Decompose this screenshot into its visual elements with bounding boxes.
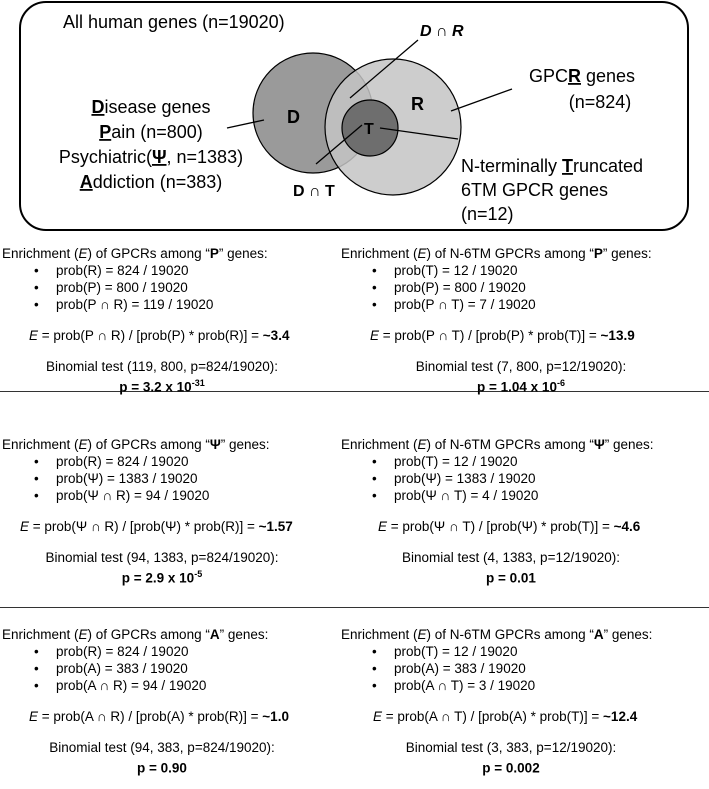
- prob-item: •prob(A) = 383 / 19020: [372, 661, 526, 676]
- prob-item: •prob(P ∩ R) = 119 / 19020: [34, 297, 214, 312]
- prob-list: •prob(T) = 12 / 19020 •prob(P) = 800 / 1…: [372, 262, 707, 313]
- gpcr-n: (n=824): [569, 92, 632, 112]
- binomial-test: Binomial test (119, 800, p=824/19020):: [45, 359, 279, 374]
- prob-item: •prob(Ψ) = 1383 / 19020: [372, 471, 536, 486]
- prob-item: •prob(P) = 800 / 19020: [372, 280, 526, 295]
- binomial-test: Binomial test (4, 1383, p=12/19020):: [401, 550, 621, 565]
- binomial-test: Binomial test (94, 383, p=824/19020):: [49, 740, 275, 755]
- circle-T-label: T: [364, 121, 374, 138]
- prob-item: •prob(T) = 12 / 19020: [372, 454, 518, 469]
- gpcr-line: GPCR genes: [529, 66, 635, 86]
- p-value: p = 3.2 x 10-31: [119, 378, 205, 395]
- circle-D-label: D: [287, 107, 300, 127]
- enrichment-section-A-n6tm: Enrichment (E) of N-6TM GPCRs among “A” …: [341, 626, 707, 777]
- leader-D: [226, 119, 265, 129]
- leader-DT: [315, 124, 363, 165]
- divider-2: [0, 607, 709, 608]
- p-value: p = 1.04 x 10-6: [477, 378, 565, 395]
- truncated-line3: (n=12): [461, 204, 514, 224]
- disease-line: Disease genes: [91, 97, 210, 117]
- section-title: Enrichment (E) of N-6TM GPCRs among “A” …: [341, 627, 653, 642]
- enrichment-section-psi-n6tm: Enrichment (E) of N-6TM GPCRs among “Ψ” …: [341, 436, 707, 587]
- pain-line: Pain (n=800): [99, 122, 203, 142]
- label-DR: D ∩ R: [420, 23, 464, 40]
- prob-list: •prob(T) = 12 / 19020 •prob(Ψ) = 1383 / …: [372, 453, 707, 504]
- section-title: Enrichment (E) of GPCRs among “P” genes:: [2, 246, 268, 261]
- binomial-test: Binomial test (3, 383, p=12/19020):: [405, 740, 617, 755]
- binomial-test: Binomial test (7, 800, p=12/19020):: [415, 359, 627, 374]
- binomial-test: Binomial test (94, 1383, p=824/19020):: [45, 550, 279, 565]
- prob-list: •prob(R) = 824 / 19020 •prob(Ψ) = 1383 /…: [34, 453, 342, 504]
- p-value: p = 0.90: [137, 760, 187, 776]
- prob-list: •prob(R) = 824 / 19020 •prob(P) = 800 / …: [34, 262, 342, 313]
- truncated-line2: 6TM GPCR genes: [461, 180, 608, 200]
- enrichment-section-P-gpcr: Enrichment (E) of GPCRs among “P” genes:…: [2, 245, 342, 396]
- enrichment-formula: E = prob(Ψ ∩ T) / [prob(Ψ) * prob(T)] = …: [378, 519, 641, 534]
- prob-item: •prob(T) = 12 / 19020: [372, 644, 518, 659]
- enrichment-formula: E = prob(P ∩ R) / [prob(P) * prob(R)] = …: [29, 328, 290, 343]
- p-value: p = 2.9 x 10-5: [121, 569, 203, 586]
- enrichment-formula: E = prob(A ∩ T) / [prob(A) * prob(T)] = …: [373, 709, 638, 724]
- truncated-legend: N-terminally Truncated 6TM GPCR genes (n…: [461, 156, 643, 224]
- label-DT: D ∩ T: [293, 183, 335, 200]
- enrichment-formula: E = prob(P ∩ T) / [prob(P) * prob(T)] = …: [370, 328, 635, 343]
- prob-item: •prob(R) = 824 / 19020: [34, 644, 189, 659]
- section-title: Enrichment (E) of N-6TM GPCRs among “Ψ” …: [341, 437, 654, 452]
- disease-legend: Disease genes Pain (n=800) Psychiatric(Ψ…: [59, 97, 243, 192]
- leader-DR: [349, 39, 419, 99]
- section-title: Enrichment (E) of N-6TM GPCRs among “P” …: [341, 246, 652, 261]
- prob-item: •prob(Ψ) = 1383 / 19020: [34, 471, 198, 486]
- enrichment-formula: E = prob(A ∩ R) / [prob(A) * prob(R)] = …: [29, 709, 289, 724]
- enrichment-section-P-n6tm: Enrichment (E) of N-6TM GPCRs among “P” …: [341, 245, 707, 396]
- prob-list: •prob(R) = 824 / 19020 •prob(A) = 383 / …: [34, 643, 342, 694]
- enrichment-formula: E = prob(Ψ ∩ R) / [prob(Ψ) * prob(R)] = …: [20, 519, 293, 534]
- circle-R-label: R: [411, 94, 424, 114]
- prob-item: •prob(T) = 12 / 19020: [372, 263, 518, 278]
- addiction-line: Addiction (n=383): [80, 172, 223, 192]
- gpcr-legend: GPCR genes (n=824): [529, 66, 635, 112]
- enrichment-section-A-gpcr: Enrichment (E) of GPCRs among “A” genes:…: [2, 626, 342, 777]
- enrichment-section-psi-gpcr: Enrichment (E) of GPCRs among “Ψ” genes:…: [2, 436, 342, 587]
- leader-R: [450, 88, 513, 112]
- circle-T: [341, 99, 399, 157]
- venn-diagram: All human genes (n=19020) D R T D ∩ R D …: [19, 1, 689, 231]
- psychiatric-line: Psychiatric(Ψ, n=1383): [59, 147, 243, 167]
- prob-item: •prob(Ψ ∩ R) = 94 / 19020: [34, 488, 210, 503]
- prob-list: •prob(T) = 12 / 19020 •prob(A) = 383 / 1…: [372, 643, 707, 694]
- prob-item: •prob(R) = 824 / 19020: [34, 263, 189, 278]
- prob-item: •prob(P ∩ T) = 7 / 19020: [372, 297, 536, 312]
- prob-item: •prob(A ∩ T) = 3 / 19020: [372, 678, 536, 693]
- section-title: Enrichment (E) of GPCRs among “A” genes:: [2, 627, 269, 642]
- prob-item: •prob(A) = 383 / 19020: [34, 661, 188, 676]
- prob-item: •prob(P) = 800 / 19020: [34, 280, 188, 295]
- prob-item: •prob(R) = 824 / 19020: [34, 454, 189, 469]
- section-title: Enrichment (E) of GPCRs among “Ψ” genes:: [2, 437, 270, 452]
- truncated-line1: N-terminally Truncated: [461, 156, 643, 176]
- p-value: p = 0.002: [482, 760, 540, 776]
- prob-item: •prob(A ∩ R) = 94 / 19020: [34, 678, 207, 693]
- universe-label: All human genes (n=19020): [63, 12, 285, 32]
- divider-1: [0, 391, 709, 392]
- p-value: p = 0.01: [486, 570, 536, 586]
- prob-item: •prob(Ψ ∩ T) = 4 / 19020: [372, 488, 539, 503]
- leader-T: [379, 127, 459, 140]
